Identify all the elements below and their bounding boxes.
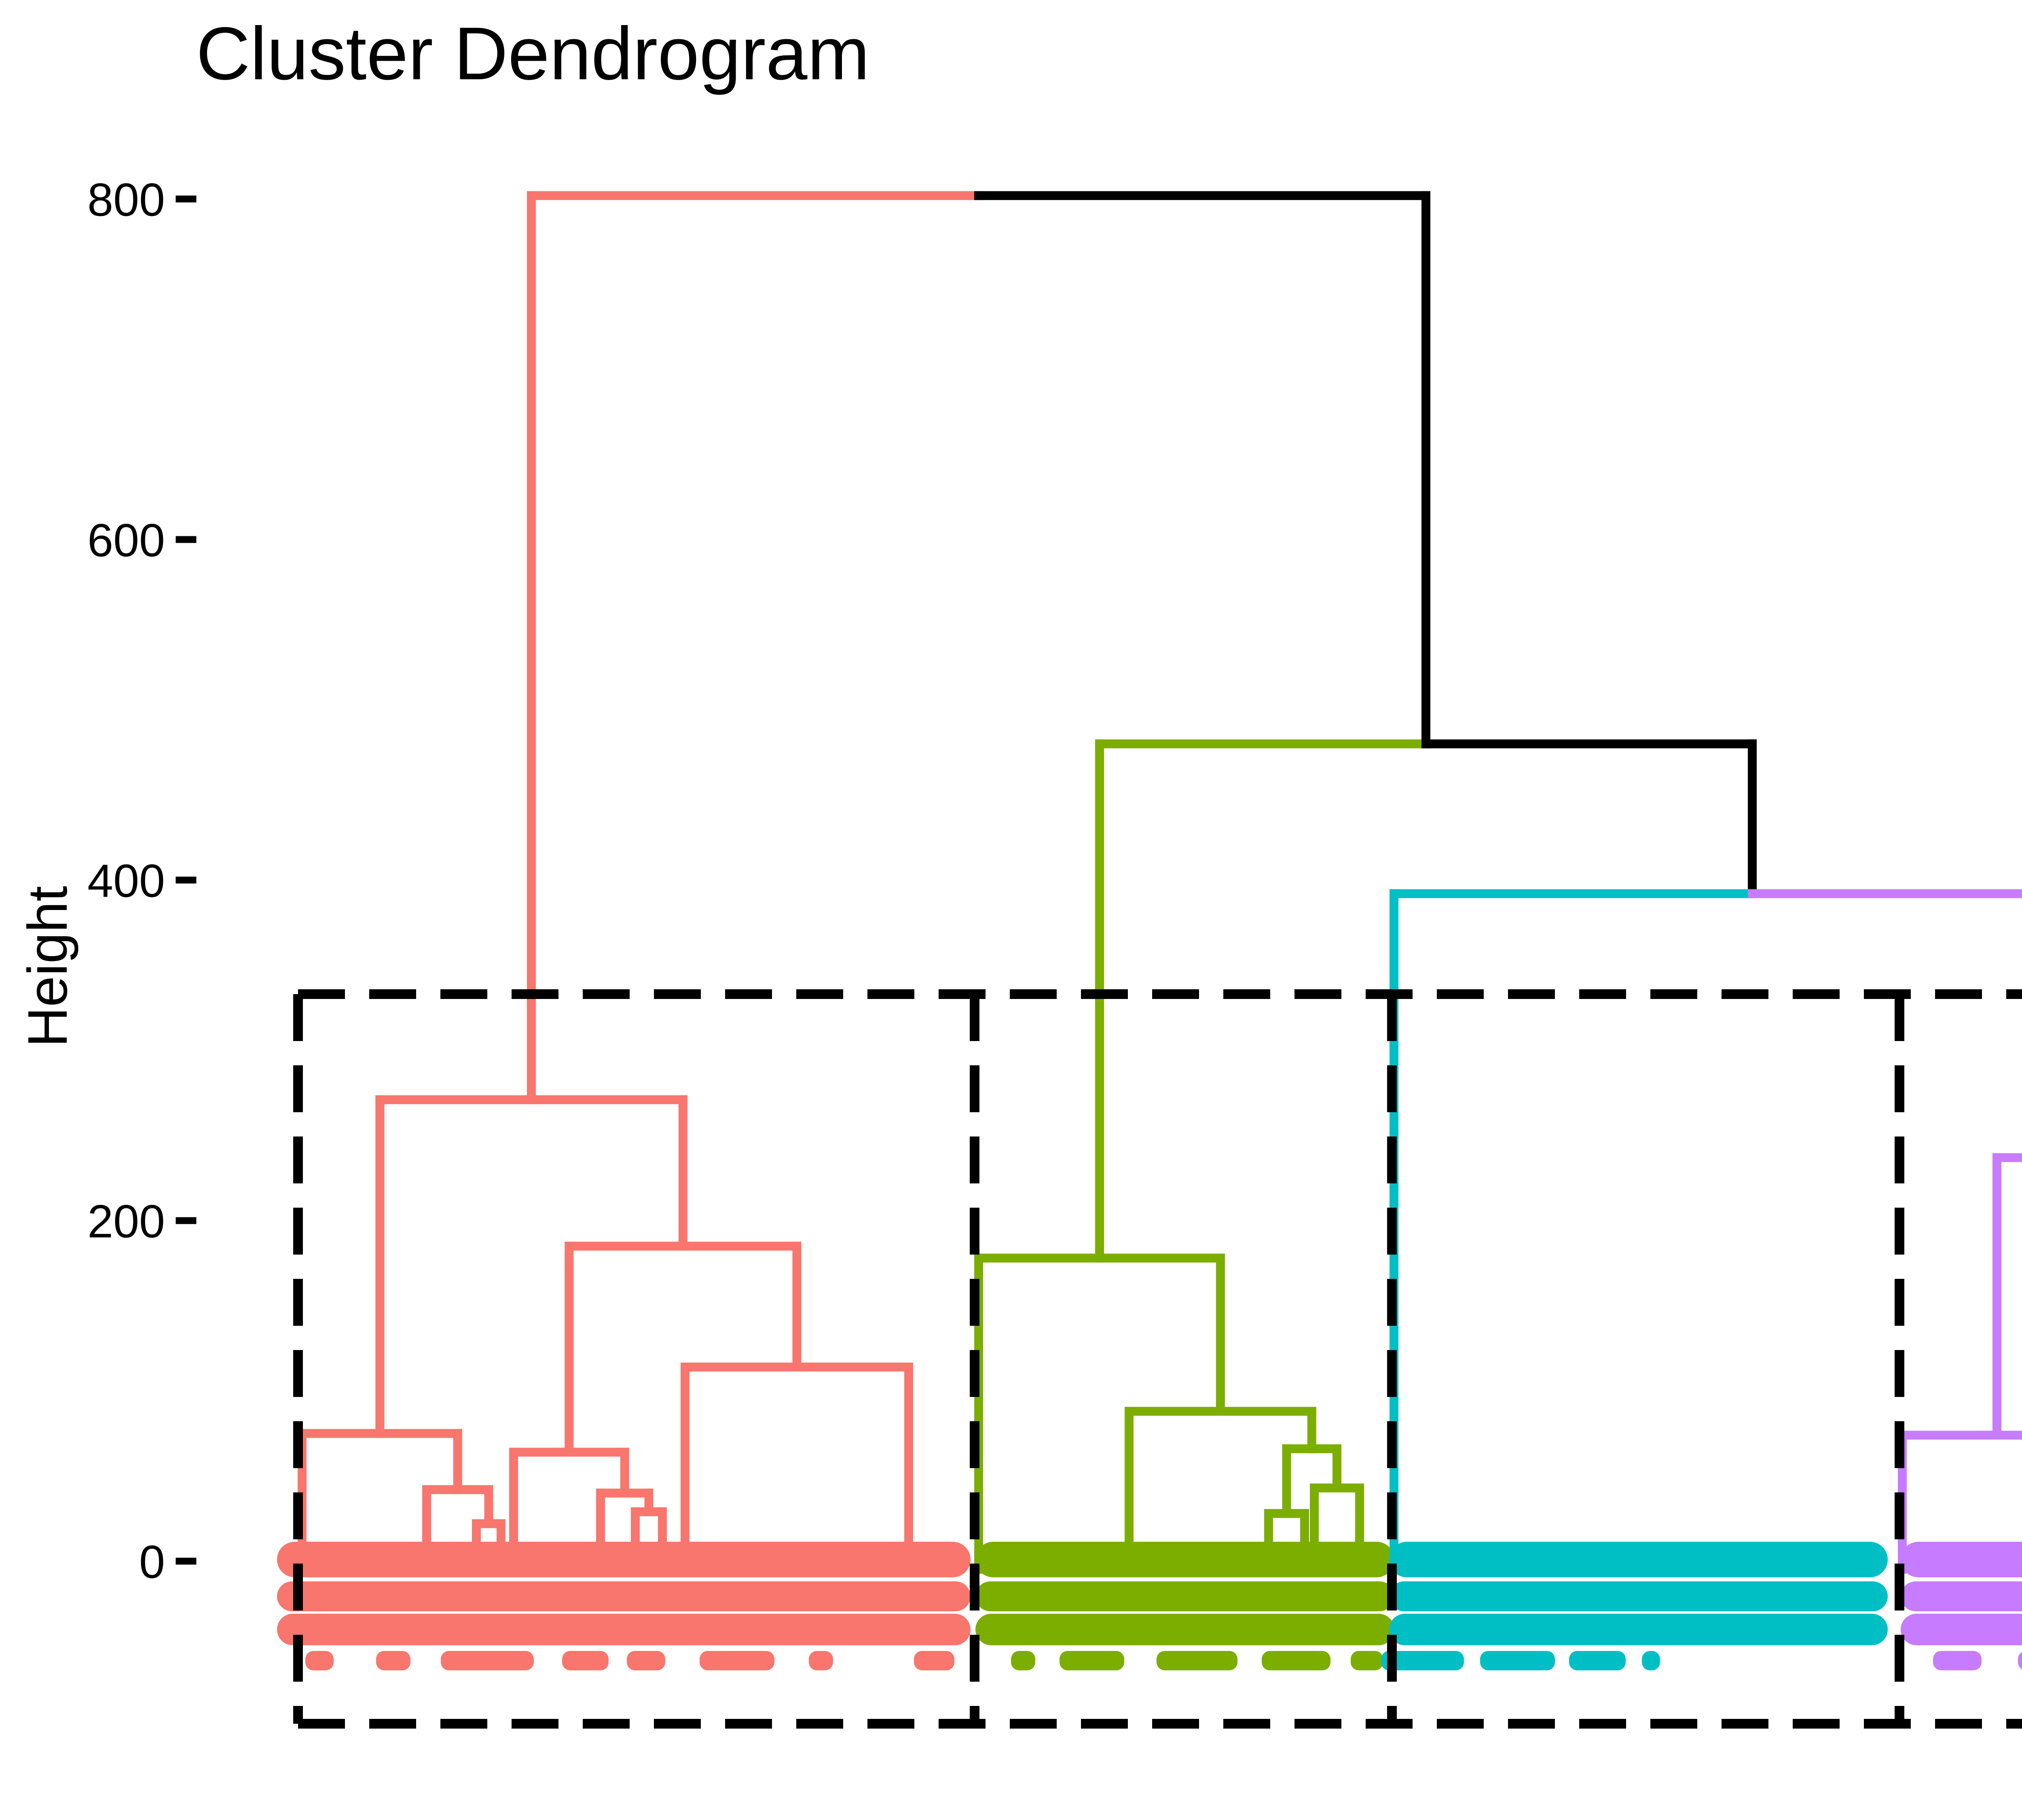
leaf-label-fragment [441, 1651, 534, 1670]
leaf-label-fragment [1157, 1651, 1237, 1670]
leaf-label-band-row [1389, 1614, 1888, 1645]
leaf-label-fragment [1933, 1651, 1982, 1670]
leaf-label-band-row [277, 1581, 971, 1611]
leaf-label-fragment [1569, 1651, 1626, 1670]
leaf-label-fragment [627, 1651, 665, 1670]
leaf-label-fragment [809, 1651, 833, 1670]
y-axis-tick-label: 0 [139, 1536, 165, 1588]
leaf-label-fragment [1351, 1651, 1383, 1670]
leaf-label-band-row [975, 1614, 1394, 1645]
leaf-label-fragment [1642, 1651, 1660, 1670]
leaf-label-fragment [1480, 1651, 1555, 1670]
y-axis-title: Height [17, 886, 79, 1048]
chart-title: Cluster Dendrogram [196, 12, 870, 95]
leaf-label-band-row [975, 1581, 1394, 1611]
leaf-label-band-row [277, 1614, 971, 1645]
leaf-label-band-row [1389, 1581, 1888, 1611]
y-axis-tick-label: 400 [87, 855, 165, 907]
y-axis-tick-label: 600 [87, 514, 165, 566]
leaf-label-fragment [376, 1651, 410, 1670]
cluster-cut-boxes-layer [293, 989, 2022, 1729]
leaf-label-fragment [1381, 1651, 1464, 1670]
leaf-label-fragment [700, 1651, 774, 1670]
y-axis-tick-label: 800 [87, 174, 165, 226]
y-axis-tick-label: 200 [87, 1196, 165, 1247]
leaf-label-fragment [1262, 1651, 1330, 1670]
leaf-label-band-row [1901, 1542, 2022, 1577]
leaf-label-fragment [2018, 1652, 2022, 1670]
leaf-label-fragment [1060, 1651, 1124, 1670]
y-axis-layer: 800 600 400 200 0 [87, 174, 197, 1588]
leaf-label-band-row [975, 1542, 1394, 1577]
leaf-label-fragment [914, 1651, 954, 1670]
leaf-label-fragment [305, 1651, 334, 1670]
leaf-label-band-row [1901, 1581, 2022, 1611]
leaf-label-band-row [1389, 1542, 1888, 1577]
leaf-label-bands-layer [277, 1542, 2022, 1670]
leaf-label-band-row [277, 1542, 971, 1577]
leaf-label-fragment [562, 1651, 609, 1670]
leaf-label-fragment [1011, 1651, 1035, 1670]
leaf-label-band-row [1901, 1614, 2022, 1645]
